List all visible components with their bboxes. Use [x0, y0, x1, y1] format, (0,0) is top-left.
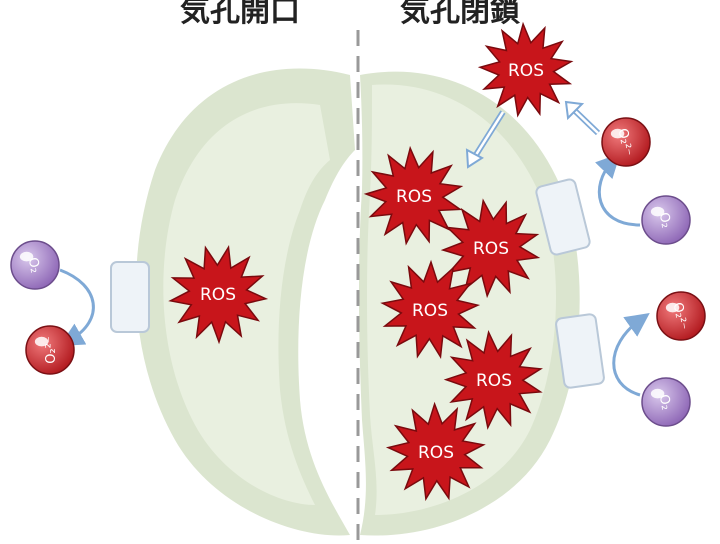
ros-label: ROS	[476, 371, 512, 391]
conversion-arrow-right-bottom	[612, 313, 650, 397]
o2-molecule-right-bottom: O₂	[641, 377, 691, 427]
molecule-highlight	[19, 251, 34, 262]
ros-label: ROS	[508, 61, 544, 81]
o2-molecule-right-top: O₂	[641, 195, 691, 245]
superoxide-molecule-right-top: O₂²⁻	[601, 117, 651, 167]
molecule-highlight	[34, 336, 49, 347]
ros-release-arrow	[564, 100, 601, 136]
conversion-arrow-right-top	[595, 153, 641, 227]
ros-burst-shape	[380, 259, 481, 360]
ros-burst-shape	[443, 330, 543, 430]
ros-burst-shape	[477, 21, 574, 118]
molecule-label: O₂²⁻	[615, 127, 635, 157]
ros-burst-closed-5: ROS	[385, 401, 486, 502]
ros-burst-open-cell: ROS	[168, 244, 269, 345]
ros-label: ROS	[396, 187, 432, 207]
molecule-label: O₂²⁻	[670, 301, 690, 331]
ros-burst-shape	[168, 244, 269, 345]
molecule-highlight	[610, 128, 625, 139]
molecule-highlight	[650, 206, 665, 217]
ros-burst-closed-3: ROS	[380, 259, 481, 360]
stomata-closed-heading: 気孔閉鎖	[400, 0, 520, 29]
molecule-label: O₂	[656, 393, 673, 411]
ros-burst-shape	[363, 145, 464, 246]
channel-right-bottom	[555, 313, 605, 389]
channel-right-top	[535, 178, 591, 256]
ros-burst-shape	[385, 401, 486, 502]
superoxide-molecule-left: O₂²⁻	[25, 325, 75, 375]
ros-burst-closed-4: ROS	[443, 330, 543, 430]
molecule-label: O₂	[656, 211, 673, 229]
o2-molecule-left: O₂	[10, 240, 60, 290]
superoxide-molecule-right-bottom: O₂²⁻	[656, 291, 706, 341]
ros-label: ROS	[418, 443, 454, 463]
stomata-open-heading: 気孔開口	[180, 0, 300, 29]
ros-burst-closed-1: ROS	[363, 145, 464, 246]
molecule-highlight	[665, 302, 680, 313]
ros-burst-closed-2: ROS	[440, 198, 541, 299]
ros-label: ROS	[412, 301, 448, 321]
ros-label: ROS	[473, 239, 509, 259]
molecule-highlight	[650, 388, 665, 399]
channel-left	[110, 261, 150, 333]
ros-influx-arrow	[465, 110, 506, 169]
ros-burst-released: ROS	[477, 21, 574, 118]
conversion-arrow-left	[59, 268, 95, 346]
molecule-label: O₂²⁻	[44, 336, 59, 364]
molecule-label: O₂	[25, 256, 42, 274]
ros-label: ROS	[200, 285, 236, 305]
ros-burst-shape	[440, 198, 541, 299]
